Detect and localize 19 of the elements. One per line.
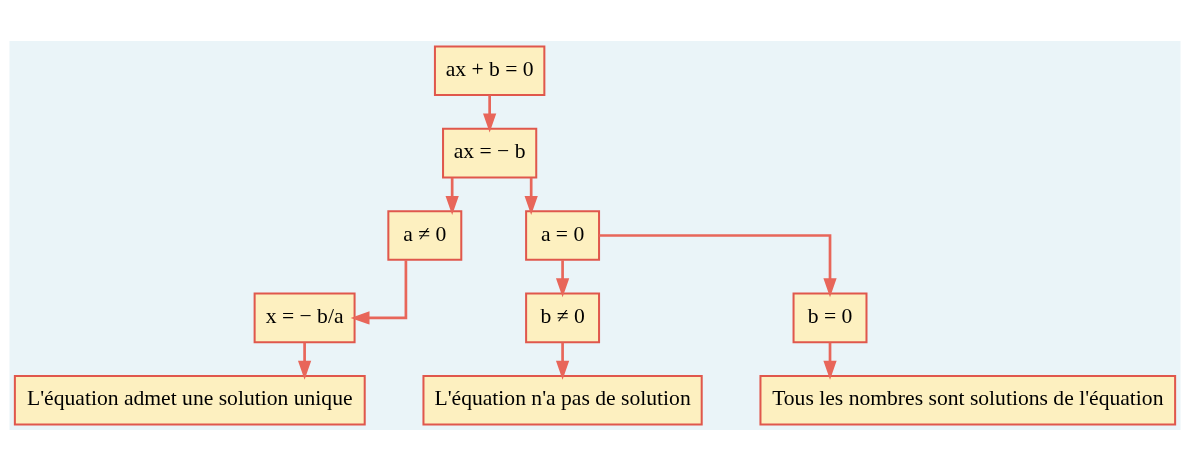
arrow (555, 260, 570, 298)
arrow (555, 342, 570, 380)
arrow (483, 95, 497, 133)
arrow (350, 260, 408, 325)
node-box: x = − b/a (253, 292, 356, 344)
node-box: b = 0 (792, 292, 868, 344)
node-box: ax + b = 0 (433, 45, 546, 97)
node-box: b ≠ 0 (525, 292, 601, 344)
node-box: Tous les nombres sont solutions de l'équation (759, 374, 1177, 426)
arrow (599, 234, 837, 298)
node-box: a ≠ 0 (387, 210, 463, 261)
arrow (297, 342, 312, 380)
node-box: ax = − b (442, 127, 538, 179)
arrow (823, 342, 837, 380)
node-box: L'équation admet une solution unique (13, 374, 366, 426)
arrow (524, 177, 538, 215)
node-box: L'équation n'a pas de solution (422, 374, 703, 426)
node-box: a = 0 (525, 210, 601, 261)
arrow (445, 177, 459, 215)
